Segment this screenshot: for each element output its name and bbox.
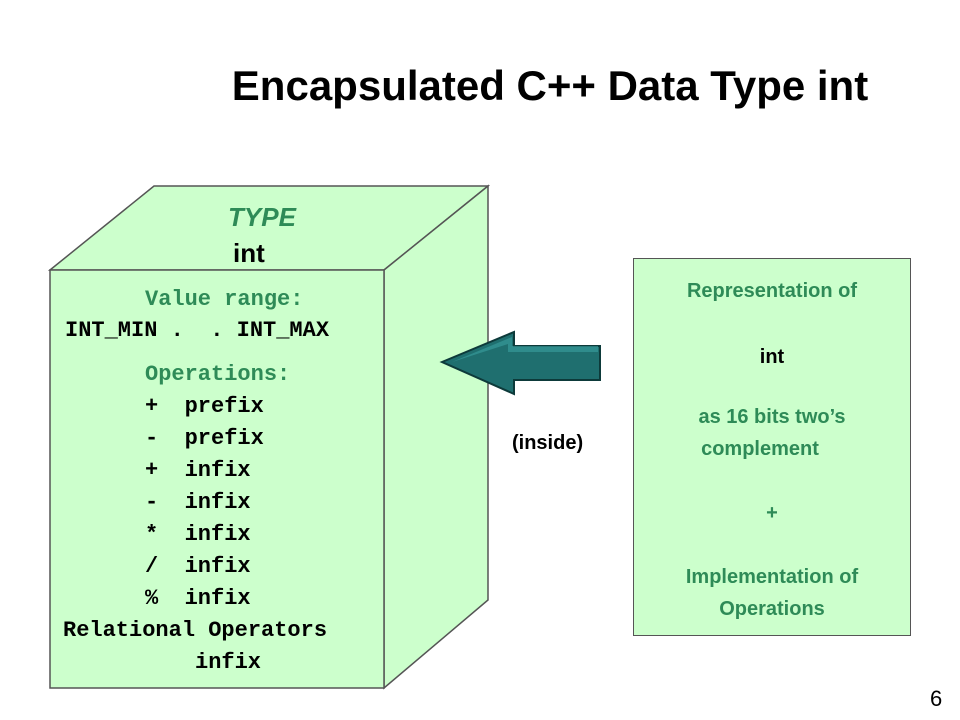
rep-line-1: Representation of [686, 280, 858, 302]
operation-item: - prefix [145, 426, 264, 451]
rep-line-3: as 16 bits two’s [698, 406, 846, 428]
rep-line-2: int [759, 346, 785, 368]
arrow-label: (inside) [512, 432, 584, 454]
page-number: 6 [930, 686, 943, 711]
operation-item: infix [195, 650, 262, 675]
cube-front-face [49, 269, 385, 689]
value-range-heading: Value range: [145, 287, 304, 312]
operation-item: % infix [145, 586, 251, 611]
value-range: INT_MIN . . INT_MAX [65, 318, 330, 343]
rep-line-6: Implementation of [685, 566, 859, 588]
operations-heading: Operations: [145, 362, 291, 387]
rep-line-7: Operations [719, 598, 825, 620]
operation-item: - infix [145, 490, 251, 515]
representation-box: Representation of int as 16 bits two’s c… [633, 258, 911, 636]
cube-type-name: int [233, 238, 265, 268]
operation-item: + infix [145, 458, 251, 483]
operation-item: * infix [145, 522, 251, 547]
operation-item: + prefix [145, 394, 264, 419]
arrow-highlight [452, 337, 598, 362]
operation-item: / infix [145, 554, 251, 579]
rep-line-5: + [766, 502, 778, 524]
operation-item: Relational Operators [63, 618, 328, 643]
rep-line-4: complement [701, 438, 819, 460]
slide-title: Encapsulated C++ Data Type int [231, 62, 869, 109]
cube-side-face [383, 184, 489, 690]
cube-top-label: TYPE [228, 202, 296, 232]
